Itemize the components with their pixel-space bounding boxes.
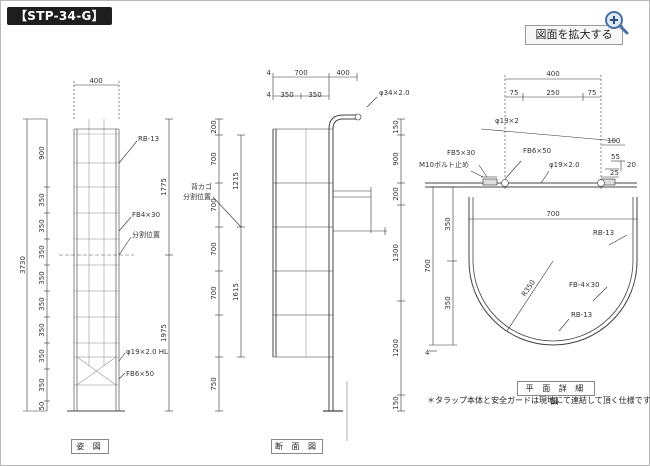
plan-dim-right-0: 100	[607, 137, 620, 145]
plan-left-dim-1: 700	[424, 259, 432, 272]
front-right-dim-1: 1975	[160, 324, 168, 342]
front-callout-pipe: φ19×2.0 HL	[126, 348, 168, 356]
plan-dim-top: 400	[546, 70, 559, 78]
front-seg-2: 350	[38, 219, 46, 232]
plan-callout-fb430: FB-4×30	[569, 281, 600, 289]
front-right-dim-0: 1775	[160, 178, 168, 196]
front-callout-fb650: FB6×50	[126, 370, 154, 378]
plan-dim-width: 700	[546, 210, 559, 218]
front-seg-0: 900	[38, 146, 46, 159]
installation-note: ＊タラップ本体と安全ガードは現地にて連結して頂く仕様です。	[427, 396, 650, 405]
plan-left-dim-3: 4	[425, 349, 430, 357]
section-split-label-1: 背カゴ	[191, 182, 212, 191]
section-dim-400: 400	[336, 69, 349, 77]
plan-callout-rb13-a: RB-13	[593, 229, 614, 237]
section-right-seg-1: 900	[392, 152, 400, 165]
front-seg-5: 350	[38, 297, 46, 310]
front-seg-1: 350	[38, 193, 46, 206]
section-pipe: φ34×2.0	[379, 89, 410, 97]
plan-callout-fb530: FB5×30	[447, 149, 475, 157]
section-inner-dim-0: 1215	[232, 172, 240, 190]
section-dim-700: 700	[294, 69, 307, 77]
front-seg-6: 350	[38, 323, 46, 336]
product-title: 【STP-34-G】	[7, 7, 112, 25]
section-inner-dim-1: 1615	[232, 283, 240, 301]
enlarge-drawing-button[interactable]: 図面を拡大する	[525, 25, 623, 45]
front-view-label: 姿 図	[71, 439, 109, 454]
plan-view-label: 平 面 詳 細 図	[517, 381, 595, 406]
plan-bar: φ13×2	[495, 117, 519, 125]
section-left-seg-3: 700	[210, 242, 218, 255]
section-left-seg-0: 200	[210, 120, 218, 133]
front-callout-fb430: FB4×30	[132, 211, 160, 219]
front-seg-4: 350	[38, 271, 46, 284]
plan-dim-right-2: 20	[627, 161, 636, 169]
section-dim-350a: 350	[280, 91, 293, 99]
plan-dim-sub-1: 250	[546, 89, 559, 97]
plan-left-dim-2: 350	[444, 296, 452, 309]
section-left-seg-4: 700	[210, 286, 218, 299]
section-left-seg-5: 750	[210, 377, 218, 390]
magnifier-plus-icon[interactable]	[603, 9, 629, 35]
plan-callout-radius: R350	[520, 279, 537, 299]
section-dim-4a: 4	[267, 69, 272, 77]
front-callout-split: 分割位置	[132, 230, 160, 239]
front-seg-8: 350	[38, 378, 46, 391]
section-left-seg-2: 700	[210, 198, 218, 211]
section-right-seg-3: 1300	[392, 244, 400, 262]
plan-callout-fb650: FB6×50	[523, 147, 551, 155]
section-right-seg-0: 150	[392, 120, 400, 133]
plan-callout-bolt: M10ボルト止め	[419, 160, 469, 169]
plan-dim-right-3: 25	[610, 169, 619, 177]
front-seg-3: 350	[38, 245, 46, 258]
plan-callout-rb13-b: RB-13	[571, 311, 592, 319]
section-right-seg-2: 200	[392, 187, 400, 200]
front-dim-total: 3730	[19, 256, 27, 274]
section-dim-4b: 4	[267, 91, 272, 99]
section-dim-350b: 350	[308, 91, 321, 99]
plan-callout-pipe: φ19×2.0	[549, 161, 580, 169]
plan-dim-sub-0: 75	[510, 89, 519, 97]
front-callout-rb13: RB-13	[138, 135, 159, 143]
section-split-label-2: 分割位置	[183, 192, 211, 201]
section-right-seg-4: 1200	[392, 339, 400, 357]
plan-left-dim-0: 350	[444, 217, 452, 230]
plan-dim-sub-2: 75	[588, 89, 597, 97]
plan-dim-right-1: 55	[611, 153, 620, 161]
front-seg-7: 350	[38, 349, 46, 362]
front-dim-top: 400	[89, 77, 102, 85]
front-seg-9: 50	[38, 402, 46, 411]
section-view-label: 断 面 図	[271, 439, 323, 454]
section-right-seg-5: 150	[392, 396, 400, 409]
section-left-seg-1: 700	[210, 152, 218, 165]
